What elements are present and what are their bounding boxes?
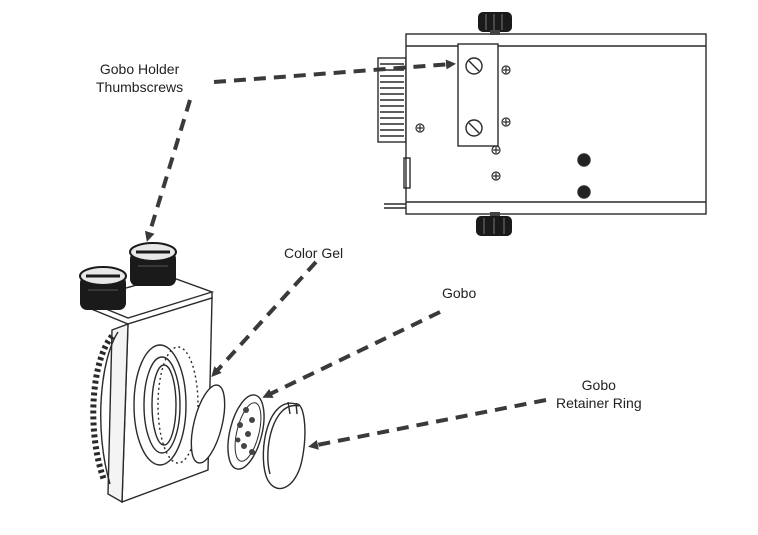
arrow-to-color-gel <box>211 260 318 377</box>
gobo-disc <box>227 394 265 470</box>
label-gobo: Gobo <box>442 285 477 301</box>
gobo-holder-assembly <box>81 275 215 504</box>
color-gel <box>190 384 226 464</box>
gear-teeth <box>90 331 119 485</box>
fixture-top-knob <box>478 12 512 35</box>
arrow-to-holder-thumbscrews <box>144 99 192 242</box>
label-retainer-line2: Retainer Ring <box>556 395 642 411</box>
label-thumbscrews-line2: Thumbscrews <box>96 79 184 95</box>
label-thumbscrews-line1: Gobo Holder <box>99 61 180 77</box>
leader-arrows <box>144 59 547 450</box>
arrow-to-gobo <box>262 310 441 398</box>
fixture-bottom-knob <box>476 212 512 236</box>
label-retainer-ring: Gobo Retainer Ring <box>556 376 642 412</box>
retainer-ring <box>262 401 306 489</box>
arrow-to-retainer-ring <box>308 398 547 450</box>
fixture-body <box>377 33 707 215</box>
label-retainer-line1: Gobo <box>581 377 616 393</box>
heatsink-fins <box>377 57 407 143</box>
label-color-gel: Color Gel <box>284 245 344 261</box>
label-thumbscrews: Gobo Holder Thumbscrews <box>96 60 183 96</box>
holder-thumbscrews <box>79 242 177 310</box>
